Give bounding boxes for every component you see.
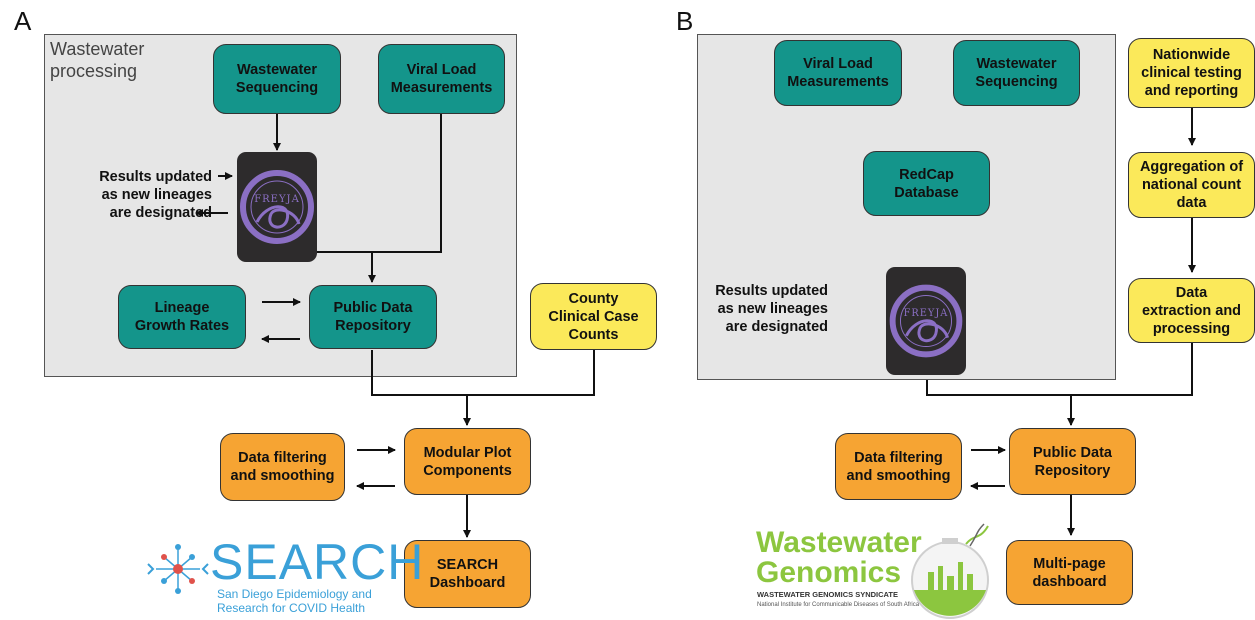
results-updated-note-a: Results updated as new lineages are desi… bbox=[99, 169, 212, 221]
data-filtering-node-a: Data filtering and smoothing bbox=[220, 433, 345, 501]
freyja-logo-icon: FREYJA bbox=[237, 152, 317, 262]
viral-load-node-a: Viral Load Measurements bbox=[378, 44, 505, 114]
freyja-logo-icon: FREYJA bbox=[886, 267, 966, 375]
panel-b-letter: B bbox=[676, 6, 694, 36]
wg-logo-line1: Wastewater bbox=[756, 526, 922, 559]
modular-plot-node: Modular Plot Components bbox=[404, 428, 531, 495]
wastewater-sequencing-node-b: Wastewater Sequencing bbox=[953, 40, 1080, 106]
nationwide-testing-node: Nationwide clinical testing and reportin… bbox=[1128, 38, 1255, 108]
search-logo-title: SEARCH bbox=[210, 534, 425, 590]
public-repository-node-b: Public Data Repository bbox=[1009, 428, 1136, 495]
search-logo-subtitle-2: Research for COVID Health bbox=[217, 601, 366, 615]
freyja-label-b: FREYJA bbox=[904, 308, 949, 319]
public-repository-node-a: Public Data Repository bbox=[309, 285, 437, 349]
results-updated-note-b: Results updated as new lineages are desi… bbox=[715, 283, 828, 335]
wg-logo-institute: National Institute for Communicable Dise… bbox=[757, 602, 920, 608]
search-dashboard-node: SEARCH Dashboard bbox=[404, 540, 531, 608]
aggregation-node: Aggregation of national count data bbox=[1128, 152, 1255, 218]
wg-logo-line2: Genomics bbox=[756, 556, 902, 589]
redcap-database-node: RedCap Database bbox=[863, 151, 990, 216]
wastewater-processing-label: Wastewater processing bbox=[50, 39, 145, 81]
multipage-dashboard-node: Multi-page dashboard bbox=[1006, 540, 1133, 605]
data-filtering-node-b: Data filtering and smoothing bbox=[835, 433, 962, 500]
wastewater-sequencing-node-a: Wastewater Sequencing bbox=[213, 44, 341, 114]
panel-a-letter: A bbox=[14, 6, 32, 36]
lineage-growth-node: Lineage Growth Rates bbox=[118, 285, 246, 349]
county-case-counts-node: County Clinical Case Counts bbox=[530, 283, 657, 350]
search-logo-subtitle-1: San Diego Epidemiology and bbox=[217, 587, 372, 601]
viral-load-node-b: Viral Load Measurements bbox=[774, 40, 902, 106]
freyja-label-a: FREYJA bbox=[254, 194, 300, 205]
data-extraction-node: Data extraction and processing bbox=[1128, 278, 1255, 343]
wg-logo-syndicate: WASTEWATER GENOMICS SYNDICATE bbox=[757, 590, 898, 599]
